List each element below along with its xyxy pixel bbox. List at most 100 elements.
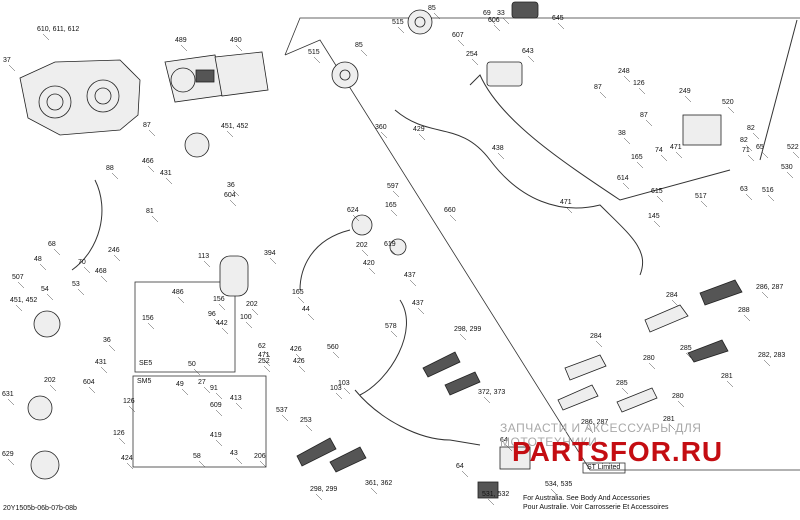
part-callout: 372, 373 bbox=[478, 389, 506, 396]
part-callout: 126 bbox=[113, 430, 125, 437]
part-callout: 607 bbox=[452, 32, 464, 39]
callout-leader bbox=[251, 308, 259, 316]
callout-leader bbox=[648, 362, 656, 370]
callout-leader bbox=[752, 132, 760, 140]
callout-leader bbox=[417, 307, 425, 315]
callout-leader bbox=[457, 39, 465, 47]
part-callout: 100 bbox=[240, 314, 252, 321]
callout-leader bbox=[368, 267, 376, 275]
part-callout: 246 bbox=[108, 247, 120, 254]
callout-leader bbox=[203, 260, 211, 268]
callout-leader bbox=[700, 200, 708, 208]
callout-leader bbox=[100, 366, 108, 374]
callout-leader bbox=[483, 396, 491, 404]
callout-leader bbox=[88, 386, 96, 394]
diagram-code: 20Y1505b-06b-07b-08b bbox=[3, 505, 77, 512]
part-callout: 49 bbox=[176, 381, 184, 388]
callout-leader bbox=[147, 165, 155, 173]
part-callout: 88 bbox=[106, 165, 114, 172]
part-callout: 285 bbox=[616, 380, 628, 387]
part-callout: 286, 287 bbox=[756, 284, 784, 291]
part-callout: 426 bbox=[293, 358, 305, 365]
part-callout: 361, 362 bbox=[365, 480, 393, 487]
part-callout: 82 bbox=[740, 137, 748, 144]
callout-leader bbox=[15, 304, 23, 312]
part-callout: 87 bbox=[640, 112, 648, 119]
callout-leader bbox=[245, 321, 253, 329]
part-callout: 531, 532 bbox=[482, 491, 510, 498]
se5-box bbox=[134, 281, 236, 373]
part-callout: 285 bbox=[680, 345, 692, 352]
part-callout: 103 bbox=[330, 385, 342, 392]
part-callout: 248 bbox=[618, 68, 630, 75]
antenna bbox=[759, 19, 798, 161]
callout-leader bbox=[332, 351, 340, 359]
callout-leader bbox=[745, 144, 753, 152]
part-callout: 431 bbox=[160, 170, 172, 177]
switch-631 bbox=[27, 395, 53, 421]
harness-2 bbox=[469, 74, 731, 201]
callout-leader bbox=[263, 359, 271, 367]
part-callout: 70 bbox=[78, 259, 86, 266]
part-callout: 516 bbox=[762, 187, 774, 194]
part-callout: 437 bbox=[412, 300, 424, 307]
callout-leader bbox=[17, 281, 25, 289]
part-callout: 606 bbox=[488, 17, 500, 24]
part-callout: 87 bbox=[594, 84, 602, 91]
callout-leader bbox=[7, 458, 15, 466]
harness-center bbox=[299, 229, 407, 396]
callout-leader bbox=[656, 195, 664, 203]
part-callout: 530 bbox=[781, 164, 793, 171]
part-callout: 202 bbox=[356, 242, 368, 249]
callout-leader bbox=[502, 17, 510, 25]
part-callout: 202 bbox=[44, 377, 56, 384]
part-callout: 54 bbox=[41, 286, 49, 293]
callout-leader bbox=[497, 152, 505, 160]
part-callout: 36 bbox=[227, 182, 235, 189]
callout-leader bbox=[352, 214, 360, 222]
part-callout: 451, 452 bbox=[10, 297, 38, 304]
callout-leader bbox=[487, 498, 495, 506]
part-callout: 619 bbox=[384, 241, 396, 248]
part-callout: 50 bbox=[188, 361, 196, 368]
callout-leader bbox=[147, 322, 155, 330]
part-callout: 286, 287 bbox=[581, 419, 609, 426]
callout-leader bbox=[198, 460, 206, 468]
callout-leader bbox=[7, 398, 15, 406]
part-callout: 597 bbox=[387, 183, 399, 190]
callout-leader bbox=[671, 299, 679, 307]
callout-leader bbox=[263, 365, 271, 373]
callout-leader bbox=[471, 58, 479, 66]
callout-leader bbox=[221, 327, 229, 335]
part-callout: 44 bbox=[302, 306, 310, 313]
callout-leader bbox=[621, 387, 629, 395]
part-callout: 609 bbox=[210, 402, 222, 409]
watermark-logo: PARTSFOR.RU bbox=[512, 436, 724, 467]
part-callout: 156 bbox=[213, 296, 225, 303]
callout-leader bbox=[335, 392, 343, 400]
callout-leader bbox=[8, 64, 16, 72]
part-callout: 37 bbox=[3, 57, 11, 64]
callout-leader bbox=[726, 380, 734, 388]
callout-leader bbox=[792, 151, 800, 159]
part-callout: 490 bbox=[230, 37, 242, 44]
callout-leader bbox=[215, 392, 223, 400]
part-callout: 53 bbox=[72, 281, 80, 288]
part-callout: 298, 299 bbox=[310, 486, 338, 493]
callout-leader bbox=[747, 154, 755, 162]
part-callout: 431 bbox=[95, 359, 107, 366]
callout-leader bbox=[113, 254, 121, 262]
gasket-394 bbox=[219, 255, 249, 297]
part-callout: 468 bbox=[95, 268, 107, 275]
callout-leader bbox=[767, 194, 775, 202]
callout-leader bbox=[623, 137, 631, 145]
part-callout: 27 bbox=[198, 379, 206, 386]
speaker-top bbox=[331, 9, 433, 89]
switch-624 bbox=[351, 214, 373, 236]
part-callout: 451, 452 bbox=[221, 123, 249, 130]
callout-leader bbox=[215, 409, 223, 417]
callout-leader bbox=[380, 131, 388, 139]
callout-leader bbox=[668, 423, 676, 431]
part-callout: 419 bbox=[210, 432, 222, 439]
